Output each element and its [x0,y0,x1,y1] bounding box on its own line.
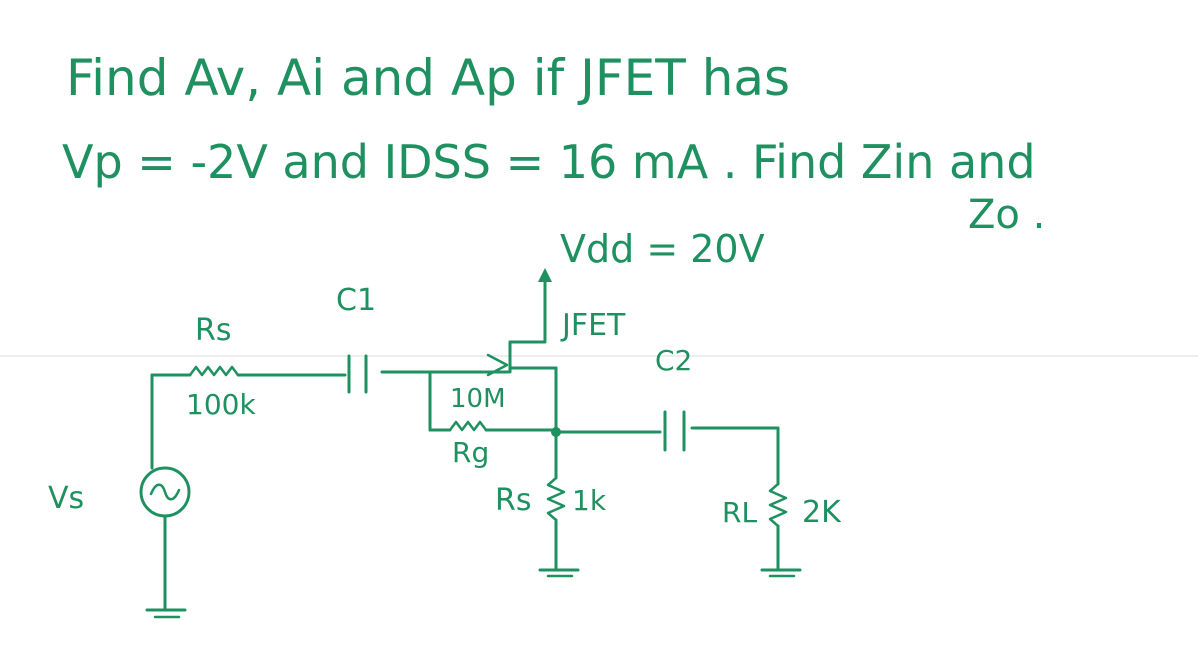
vdd-label: Vdd = 20V [560,227,765,271]
output-capacitor-c2 [663,410,686,452]
gate-resistor-rg [428,370,558,432]
source-leg-resistor [546,430,566,572]
load-resistor-value: 2K [802,495,842,530]
vdd-supply [538,268,552,342]
output-capacitor-label: C2 [655,344,692,377]
ground-symbol-load [760,568,802,578]
signal-source [139,466,191,612]
problem-line-1: Find Av, Ai and Ap if JFET has [66,49,790,107]
problem-line-2: Vp = -2V and IDSS = 16 mA . Find Zin and [62,135,1036,189]
source-leg-resistor-value: 1k [572,484,607,517]
output-wiring [554,426,780,486]
gate-resistor-name: Rg [452,436,489,469]
ground-symbol-source [538,568,580,578]
jfet-label: JFET [560,308,626,343]
signal-source-label: Vs [48,481,84,516]
jfet-symbol [486,340,558,434]
input-wiring [150,365,510,470]
input-capacitor-c1 [347,354,368,394]
ground-symbol-input [145,608,187,619]
source-leg-resistor-name: Rs [495,483,531,518]
load-resistor-rl [768,482,788,572]
source-resistor-name: Rs [195,313,231,348]
load-resistor-name: RL [722,496,757,529]
input-capacitor-label: C1 [336,283,376,318]
problem-line-3: Zo . [968,192,1045,238]
gate-resistor-value: 10M [450,384,506,414]
source-resistor-value: 100k [186,388,256,421]
